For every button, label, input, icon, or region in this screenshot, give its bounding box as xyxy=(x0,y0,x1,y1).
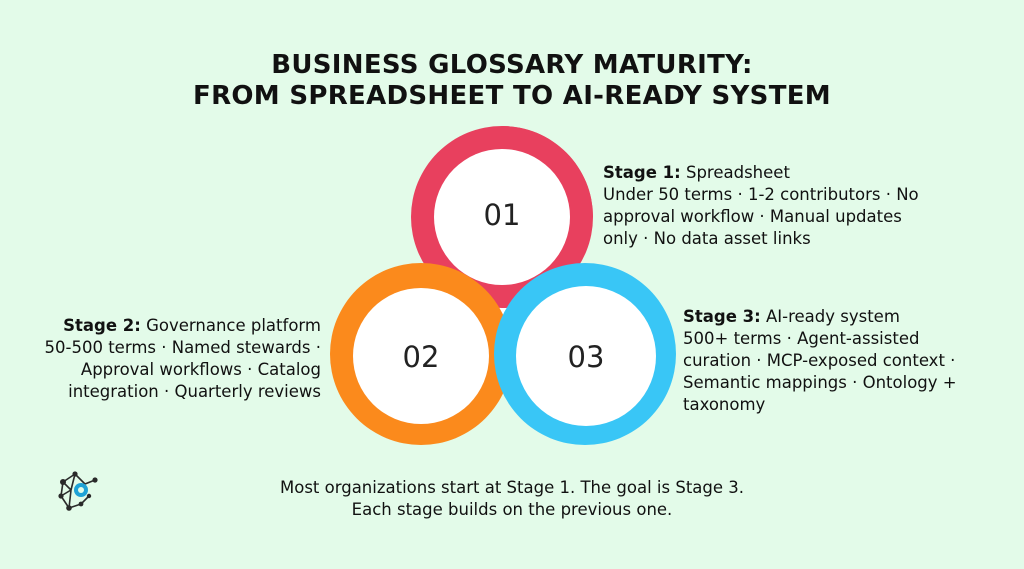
stage-3-description: Stage 3: AI-ready system 500+ terms · Ag… xyxy=(683,306,957,416)
footer-line-2: Each stage builds on the previous one. xyxy=(351,500,673,519)
stage-1-description: Stage 1: Spreadsheet Under 50 terms · 1-… xyxy=(603,162,919,250)
stage-1-circle xyxy=(434,149,570,285)
title-line-1: BUSINESS GLOSSARY MATURITY: xyxy=(271,50,753,80)
footer-note: Most organizations start at Stage 1. The… xyxy=(0,477,1024,521)
stage-3-label: Stage 3: xyxy=(683,307,761,326)
stage-1-name: Spreadsheet xyxy=(685,163,790,182)
network-logo-icon xyxy=(58,471,98,511)
stage-3-detail-line: curation · MCP-exposed context · xyxy=(683,351,956,370)
stage-3-number: 03 xyxy=(567,340,605,374)
stage-2-description: Stage 2: Governance platform 50-500 term… xyxy=(45,315,321,403)
stage-3-circle xyxy=(516,286,656,426)
stage-2-name: Governance platform xyxy=(146,316,321,335)
stage-2-number: 02 xyxy=(402,340,440,374)
stage-1-detail-line: only · No data asset links xyxy=(603,229,811,248)
stage-3-detail-line: taxonomy xyxy=(683,395,766,414)
stage-1-detail-line: Under 50 terms · 1-2 contributors · No xyxy=(603,185,919,204)
stage-2-circle xyxy=(353,288,489,424)
footer-line-1: Most organizations start at Stage 1. The… xyxy=(279,478,745,497)
stage-2-label: Stage 2: xyxy=(63,316,141,335)
stage-3-detail-line: 500+ terms · Agent-assisted xyxy=(683,329,920,348)
stage-3-name: AI-ready system xyxy=(765,307,900,326)
title-line-2: FROM SPREADSHEET TO AI-READY SYSTEM xyxy=(193,81,831,111)
stage-1-number: 01 xyxy=(483,198,521,232)
stage-2-detail-line: 50-500 terms · Named stewards · xyxy=(44,338,321,357)
page-title: BUSINESS GLOSSARY MATURITY: FROM SPREADS… xyxy=(0,50,1024,112)
stage-2-detail-line: Approval workflows · Catalog xyxy=(80,360,321,379)
stage-2-detail-line: integration · Quarterly reviews xyxy=(68,382,321,401)
stage-3-detail-line: Semantic mappings · Ontology + xyxy=(683,373,957,392)
stage-1-detail-line: approval workflow · Manual updates xyxy=(603,207,902,226)
stage-1-label: Stage 1: xyxy=(603,163,681,182)
